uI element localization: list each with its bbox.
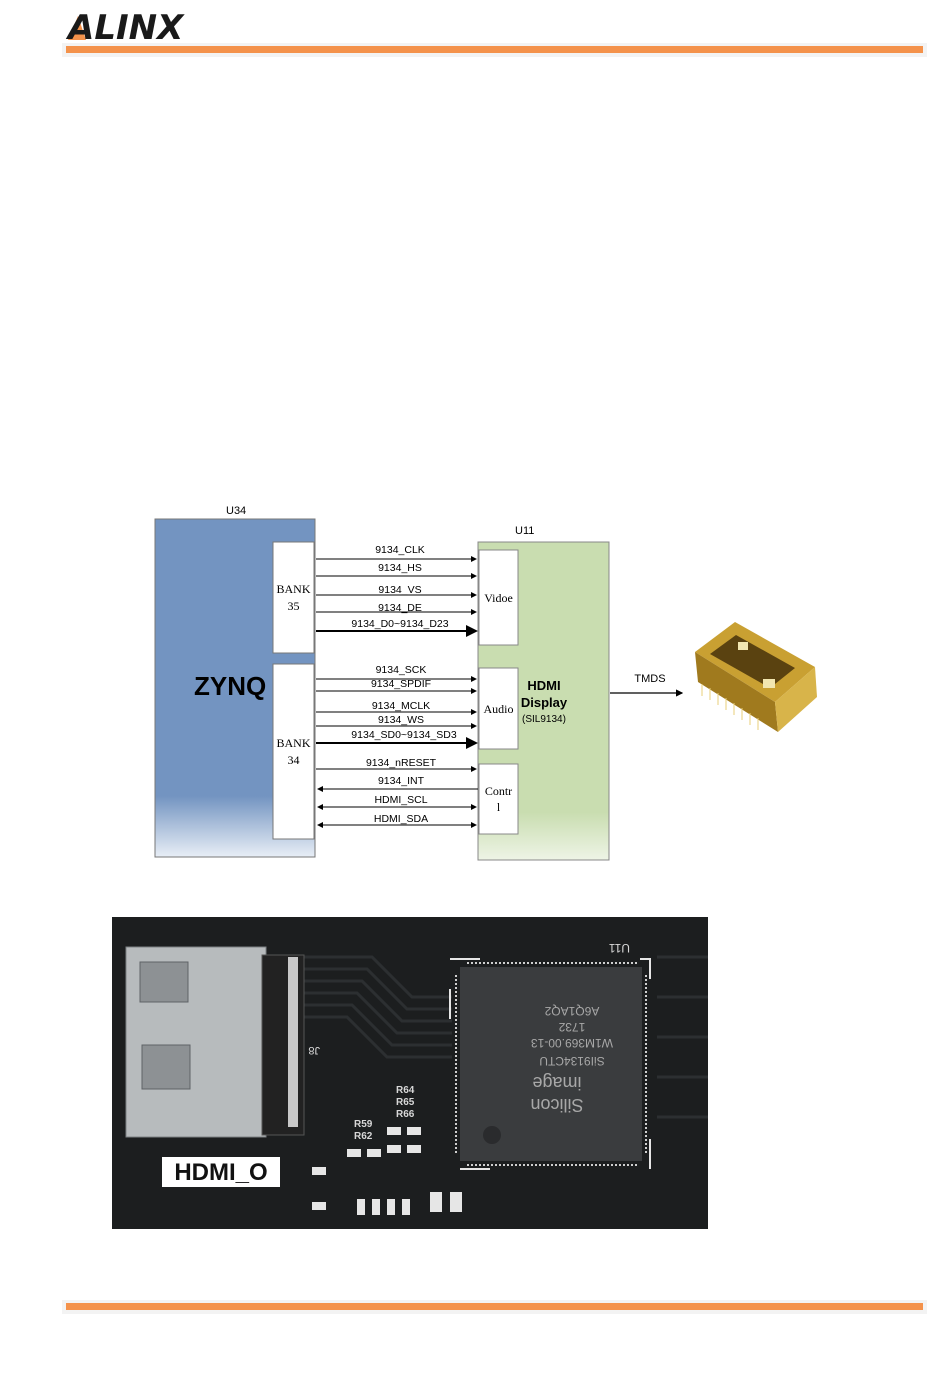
bank35-number: 35 bbox=[288, 599, 300, 613]
signal-de-label: 9134_DE bbox=[378, 602, 422, 614]
logo-triangle-icon bbox=[68, 16, 86, 40]
bank35-block bbox=[272, 541, 315, 654]
signal-ws-label: 9134_WS bbox=[378, 714, 424, 726]
connector-label-box bbox=[162, 1157, 280, 1187]
signal-nreset-label: 9134_nRESET bbox=[366, 757, 437, 769]
bank34-block bbox=[272, 663, 315, 840]
control-block-label: Contr bbox=[485, 784, 512, 798]
hdmi-connector-icon bbox=[695, 622, 817, 732]
video-block-label: Vidoe bbox=[484, 591, 513, 605]
control-block-label-2: l bbox=[497, 800, 501, 814]
signal-hs-label: 9134_HS bbox=[378, 562, 422, 574]
chip-marking-3: SiI9134CTU bbox=[539, 1054, 604, 1068]
footer-rule bbox=[66, 1303, 923, 1310]
hdmi-subtitle: Display bbox=[521, 695, 568, 710]
silk-r66: R66 bbox=[396, 1109, 415, 1120]
signal-vs-label: 9134_VS bbox=[378, 584, 421, 596]
video-block bbox=[478, 549, 519, 646]
connector-label: HDMI_O bbox=[174, 1159, 267, 1186]
control-block bbox=[478, 763, 519, 835]
signal-spdif-label: 9134_SPDIF bbox=[371, 678, 431, 690]
tmds-label: TMDS bbox=[634, 673, 665, 685]
signal-scl-label: HDMI_SCL bbox=[374, 794, 427, 806]
signal-data-label: 9134_D0~9134_D23 bbox=[351, 618, 448, 630]
fpga-ref-label: U34 bbox=[226, 505, 246, 517]
chip-marking-5: 1732 bbox=[558, 1020, 585, 1034]
silk-r59: R59 bbox=[354, 1119, 373, 1130]
hdmi-title: HDMI bbox=[527, 678, 560, 693]
hdmi-connector-photo bbox=[125, 946, 305, 1187]
signal-sd-label: 9134_SD0~9134_SD3 bbox=[351, 729, 457, 741]
silk-r65: R65 bbox=[396, 1097, 415, 1108]
silk-r62: R62 bbox=[354, 1131, 373, 1142]
silk-u11: U11 bbox=[609, 941, 630, 955]
hdmi-part-label: (SIL9134) bbox=[522, 714, 566, 725]
signal-clk-label: 9134_CLK bbox=[375, 544, 425, 556]
chip-marking-1: Silicon bbox=[530, 1095, 583, 1115]
logo-text: ALINX bbox=[65, 8, 185, 44]
signal-sda-label: HDMI_SDA bbox=[374, 813, 428, 825]
alinx-logo: ALINX bbox=[65, 8, 185, 44]
hdmi-ref-label: U11 bbox=[515, 525, 534, 537]
pcb-traces bbox=[302, 955, 708, 1119]
bank34-label: BANK bbox=[276, 736, 310, 750]
sil9134-chip bbox=[449, 958, 651, 1170]
chip-marking-6: A6Q1AQ2 bbox=[544, 1004, 599, 1018]
signal-int-label: 9134_INT bbox=[378, 775, 425, 787]
chip-marking-4: W1M369.00-13 bbox=[531, 1036, 613, 1050]
audio-block-label: Audio bbox=[484, 702, 514, 716]
signal-mclk-label: 9134_MCLK bbox=[372, 700, 430, 712]
hdmi-block-diagram: U34 ZYNQ BANK 35 BANK 34 U11 Vidoe Audio… bbox=[154, 505, 817, 861]
silk-r64: R64 bbox=[396, 1085, 415, 1096]
audio-block bbox=[478, 667, 519, 750]
pcb-photo: HDMI_O J8 U11 R64 R65 R66 R59 R62 bbox=[112, 917, 708, 1229]
bank35-label: BANK bbox=[276, 582, 310, 596]
signal-sck-label: 9134_SCK bbox=[376, 664, 427, 676]
fpga-name: ZYNQ bbox=[194, 671, 266, 701]
silk-j8: J8 bbox=[308, 1044, 320, 1056]
bank34-number: 34 bbox=[288, 753, 300, 767]
passive-components bbox=[312, 1127, 462, 1215]
header-rule bbox=[66, 46, 923, 53]
chip-marking-2: image bbox=[532, 1073, 581, 1093]
